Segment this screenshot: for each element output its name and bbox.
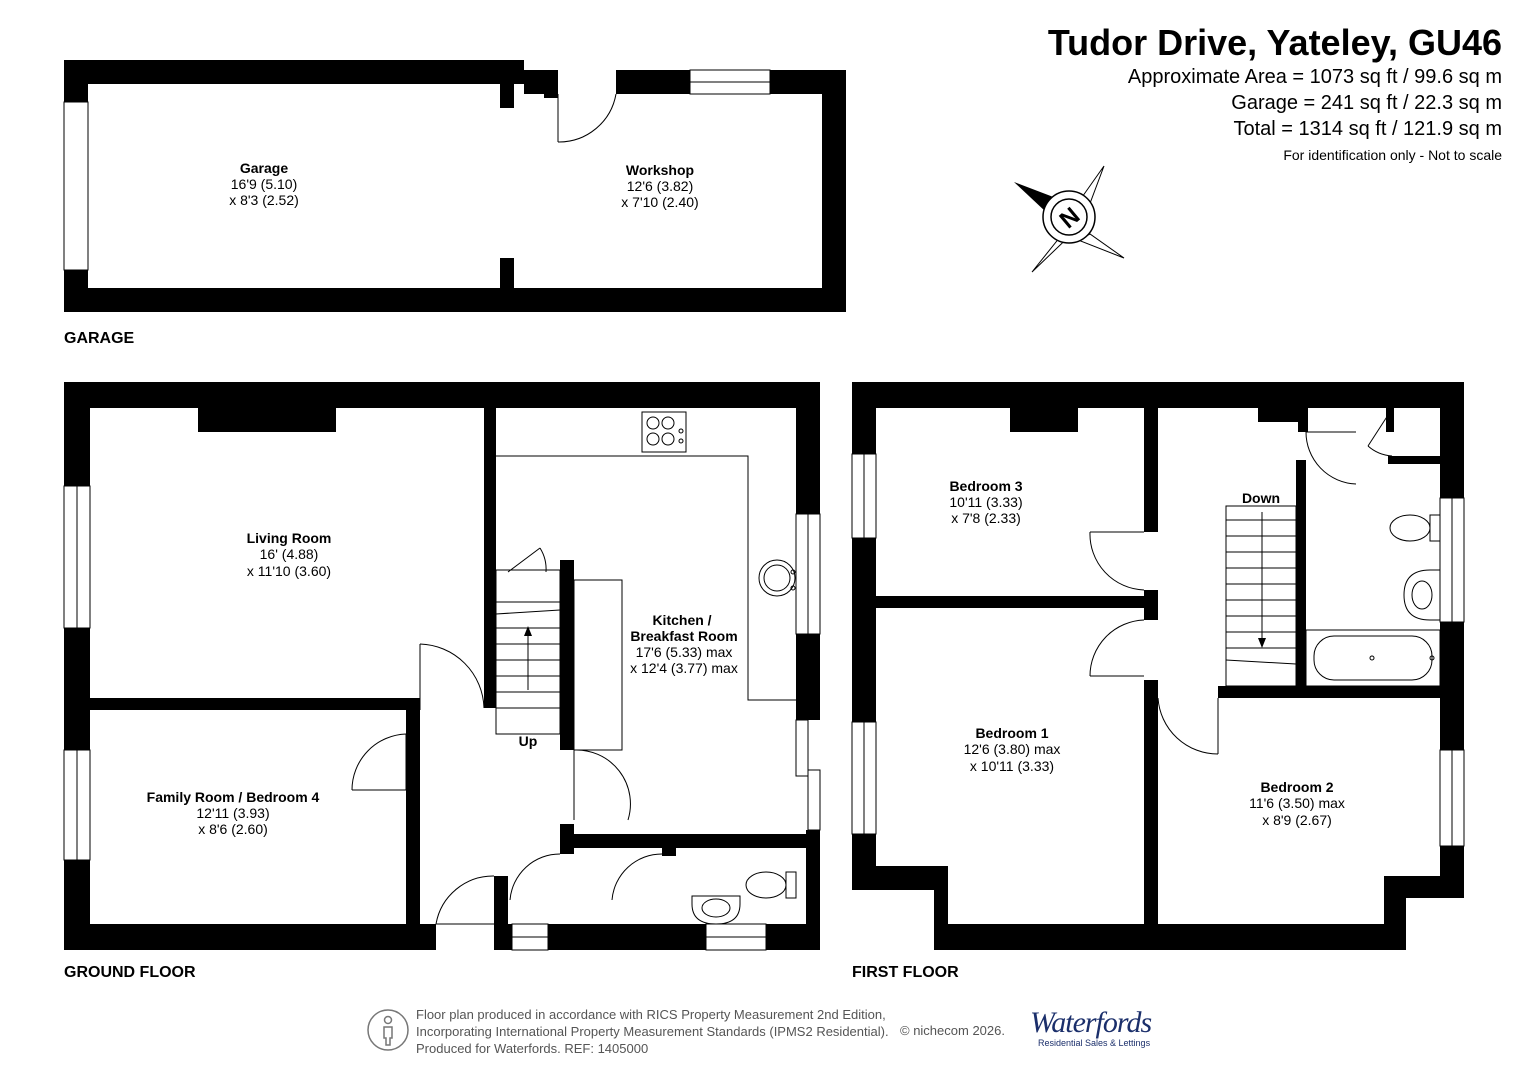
title-block: Tudor Drive, Yateley, GU46 Approximate A… (1048, 22, 1502, 166)
garage-building (64, 60, 846, 312)
kitchen-door (573, 749, 631, 821)
compass-icon (1014, 165, 1125, 273)
footer: Floor plan produced in accordance with R… (366, 1006, 1226, 1062)
airing-cupboard-door (1367, 411, 1393, 457)
family-room-dim2: x 8'6 (2.60) (198, 821, 268, 837)
workshop-door (557, 93, 617, 143)
first-floor-label: FIRST FLOOR (852, 964, 959, 981)
identification-note: For identification only - Not to scale (1283, 147, 1502, 163)
first-floor-stairs (1225, 505, 1297, 687)
family-room-dim1: 12'11 (3.93) (196, 805, 269, 821)
footer-line3: Produced for Waterfords. REF: 1405000 (416, 1041, 649, 1056)
kitchen-name-line1: Kitchen / (652, 612, 711, 628)
first-floor-building (852, 382, 1464, 950)
copyright-text: © nichecom 2026. (900, 1023, 1005, 1038)
property-title: Tudor Drive, Yateley, GU46 (1047, 22, 1502, 63)
bath-icon (1305, 629, 1441, 687)
bedroom2-door (1157, 697, 1219, 755)
bathroom-basin-icon (1403, 569, 1441, 621)
kitchen-worktop (496, 455, 796, 751)
bedroom3-dim1: 10'11 (3.33) (949, 494, 1022, 510)
garage-dim1: 16'9 (5.10) (231, 176, 298, 192)
footer-line2: Incorporating International Property Mea… (416, 1024, 889, 1039)
ground-floor-building (64, 382, 820, 950)
footer-line1: Floor plan produced in accordance with R… (416, 1007, 886, 1022)
bathroom-door (1305, 431, 1357, 485)
garage-area: Garage = 241 sq ft / 22.3 sq m (1231, 92, 1502, 114)
kitchen-name-line2: Breakfast Room (630, 628, 737, 644)
garage-floor-label: GARAGE (64, 330, 135, 347)
bedroom3-name: Bedroom 3 (949, 478, 1022, 494)
family-room-name: Family Room / Bedroom 4 (147, 789, 320, 805)
info-person-icon (367, 1009, 409, 1051)
workshop-dim1: 12'6 (3.82) (627, 178, 694, 194)
bedroom1-name: Bedroom 1 (975, 725, 1048, 741)
ground-floor-label: GROUND FLOOR (64, 964, 196, 981)
family-room-door (351, 733, 407, 791)
bedroom2-name: Bedroom 2 (1260, 779, 1333, 795)
bedroom2-dim2: x 8'9 (2.67) (1262, 812, 1332, 828)
stairs-up-label: Up (519, 733, 538, 749)
garage-name: Garage (240, 160, 288, 176)
bedroom1-door (1089, 619, 1145, 677)
wc-door (611, 853, 663, 901)
garage-dim2: x 8'3 (2.52) (229, 192, 299, 208)
waterfords-logo: Waterfords Residential Sales & Lettings (1030, 1006, 1152, 1048)
brand-name: Waterfords (1030, 1006, 1152, 1039)
bedroom3-dim2: x 7'8 (2.33) (951, 510, 1021, 526)
bathroom-toilet-icon (1389, 514, 1441, 542)
living-room-dim1: 16' (4.88) (260, 546, 319, 562)
brand-subtitle: Residential Sales & Lettings (1038, 1038, 1151, 1048)
living-room-door (419, 643, 485, 710)
front-door (435, 875, 495, 925)
toilet-icon (745, 871, 797, 899)
bedroom1-dim2: x 10'11 (3.33) (970, 758, 1054, 774)
bedroom2-dim1: 11'6 (3.50) max (1249, 795, 1345, 811)
cloakroom-door (509, 853, 561, 901)
ground-floor-stairs (495, 547, 561, 735)
kitchen-dim1: 17'6 (5.33) max (636, 644, 733, 660)
footer-text: Floor plan produced in accordance with R… (416, 1006, 889, 1057)
garage-door-opening (63, 101, 89, 271)
approximate-area: Approximate Area = 1073 sq ft / 99.6 sq … (1127, 66, 1502, 88)
bedroom3-door (1089, 531, 1145, 591)
workshop-dim2: x 7'10 (2.40) (621, 194, 698, 210)
total-area: Total = 1314 sq ft / 121.9 sq m (1233, 118, 1503, 140)
bedroom1-dim1: 12'6 (3.80) max (964, 741, 1061, 757)
living-room-dim2: x 11'10 (3.60) (247, 563, 331, 579)
kitchen-sink-icon (758, 559, 796, 597)
kitchen-dim2: x 12'4 (3.77) max (630, 660, 738, 676)
basin-icon (691, 895, 741, 925)
workshop-name: Workshop (626, 162, 694, 178)
stairs-down-label: Down (1242, 490, 1280, 506)
living-room-name: Living Room (247, 530, 332, 546)
hob-icon (641, 411, 687, 453)
